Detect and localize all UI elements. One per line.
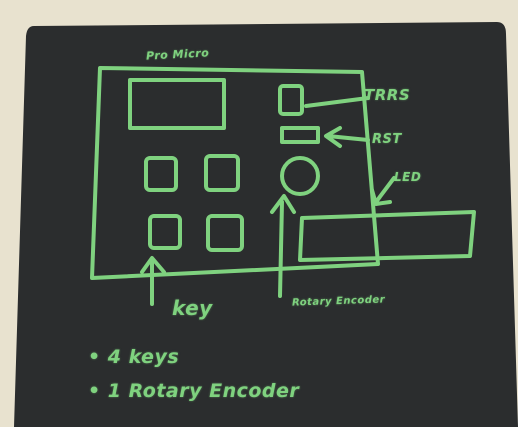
notes-line-keys: • 4 keys: [88, 346, 180, 368]
notes-line-encoder: • 1 Rotary Encoder: [88, 380, 300, 402]
trrs-pointer-line: [304, 96, 370, 108]
key-label: key: [172, 296, 213, 320]
key-switch: [144, 156, 178, 192]
trrs-label: TRRS: [364, 86, 411, 104]
key-switch: [206, 214, 244, 252]
rotary-encoder-knob: [280, 156, 320, 196]
rst-label: RST: [372, 132, 402, 147]
led-arrow: [370, 176, 396, 206]
pro-micro-module: [128, 78, 226, 130]
rst-arrow: [324, 126, 370, 148]
reset-switch: [280, 126, 320, 144]
board-outline: [90, 66, 380, 280]
encoder-arrow: [270, 194, 296, 298]
trrs-jack: [278, 84, 304, 116]
led-strip: [298, 210, 476, 262]
tablet-screen: [14, 22, 518, 427]
led-label: LED: [394, 170, 422, 184]
key-switch: [204, 154, 240, 192]
key-arrow: [140, 256, 166, 306]
key-switch: [148, 214, 182, 250]
